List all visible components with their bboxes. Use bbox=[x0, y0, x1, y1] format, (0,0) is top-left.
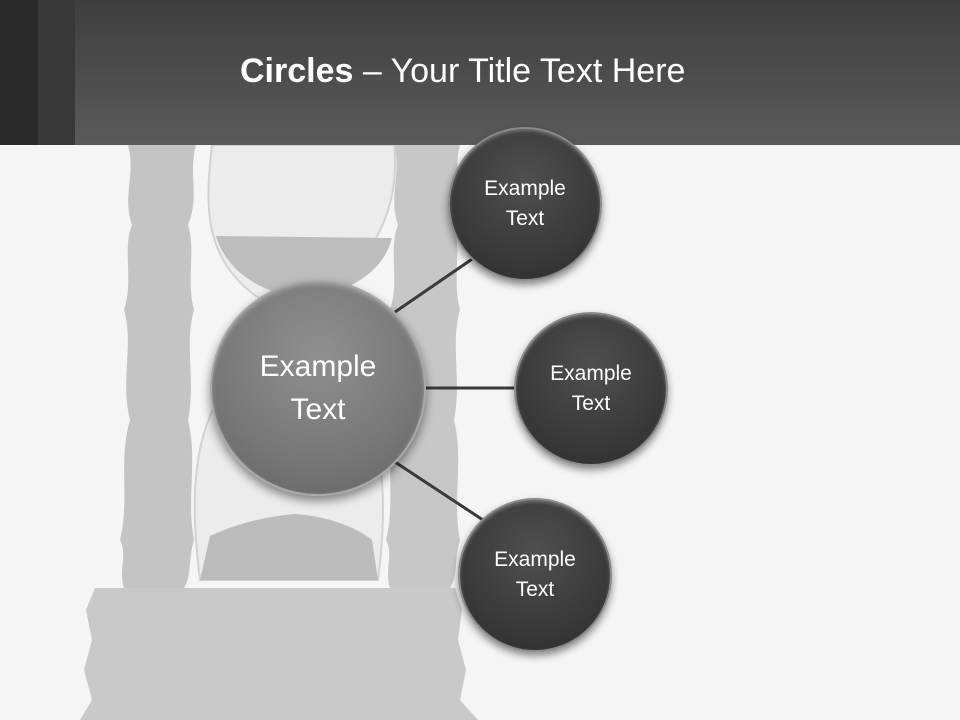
slide-title-bold: Circles bbox=[240, 52, 354, 90]
accent-strip-mid bbox=[38, 0, 75, 145]
node-circle-middle: Example Text bbox=[514, 312, 668, 466]
slide-title-rest: – Your Title Text Here bbox=[353, 52, 686, 90]
node-circle-top: Example Text bbox=[448, 127, 602, 281]
node-circle-middle-label: Example Text bbox=[550, 361, 632, 415]
connector-line-top bbox=[394, 253, 479, 314]
node-circle-bottom-label: Example Text bbox=[494, 547, 576, 601]
connector-line-bottom bbox=[394, 460, 484, 522]
accent-strip-dark bbox=[0, 0, 38, 145]
slide-title: Circles – Your Title Text Here bbox=[240, 52, 685, 91]
node-circle-bottom: Example Text bbox=[458, 498, 612, 652]
title-bar: Circles – Your Title Text Here bbox=[0, 0, 960, 145]
center-circle: Example Text bbox=[210, 280, 426, 496]
center-circle-label: Example Text bbox=[259, 349, 377, 427]
node-circle-top-label: Example Text bbox=[484, 176, 566, 230]
